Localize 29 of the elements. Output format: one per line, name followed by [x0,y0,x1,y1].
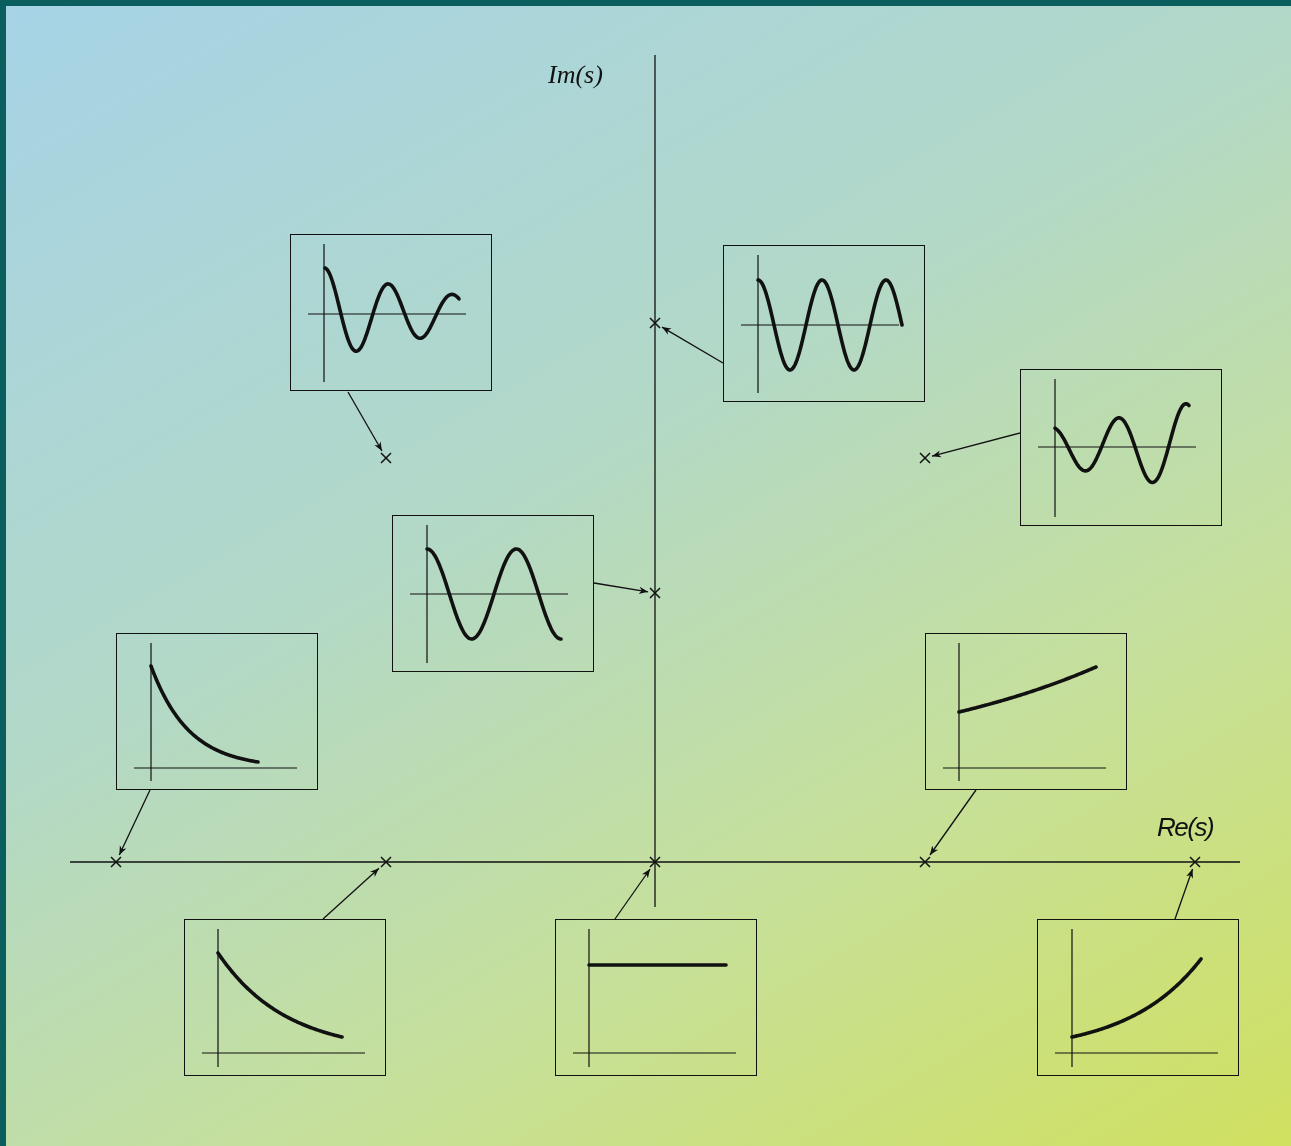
arrow [347,391,383,452]
axis-label: Im(s) [548,60,603,90]
response-plot-box [555,919,757,1076]
response-plot-box [184,919,386,1076]
pole-cross-mark [648,316,662,330]
response-plot-box [290,234,492,391]
pole-cross-mark [918,451,932,465]
arrow [614,868,651,920]
pole-cross-mark [648,586,662,600]
response-plot-box [925,633,1127,790]
pole-cross-mark [379,451,393,465]
pole-cross-mark [109,855,123,869]
response-plot-box [116,633,318,790]
pole-cross-mark [648,855,662,869]
pole-cross-mark [379,855,393,869]
response-plot-box [723,245,925,402]
arrow [593,582,649,594]
arrow [322,867,380,920]
arrow [929,789,977,856]
response-plot-box [392,515,594,672]
arrow [118,789,151,856]
response-plot-box [1020,369,1222,526]
arrow [661,326,724,364]
arrow [931,432,1021,458]
axis-label: Re(s) [1157,812,1214,843]
arrow [1174,868,1194,920]
response-plot-box [1037,919,1239,1076]
pole-cross-mark [918,855,932,869]
pole-cross-mark [1188,855,1202,869]
